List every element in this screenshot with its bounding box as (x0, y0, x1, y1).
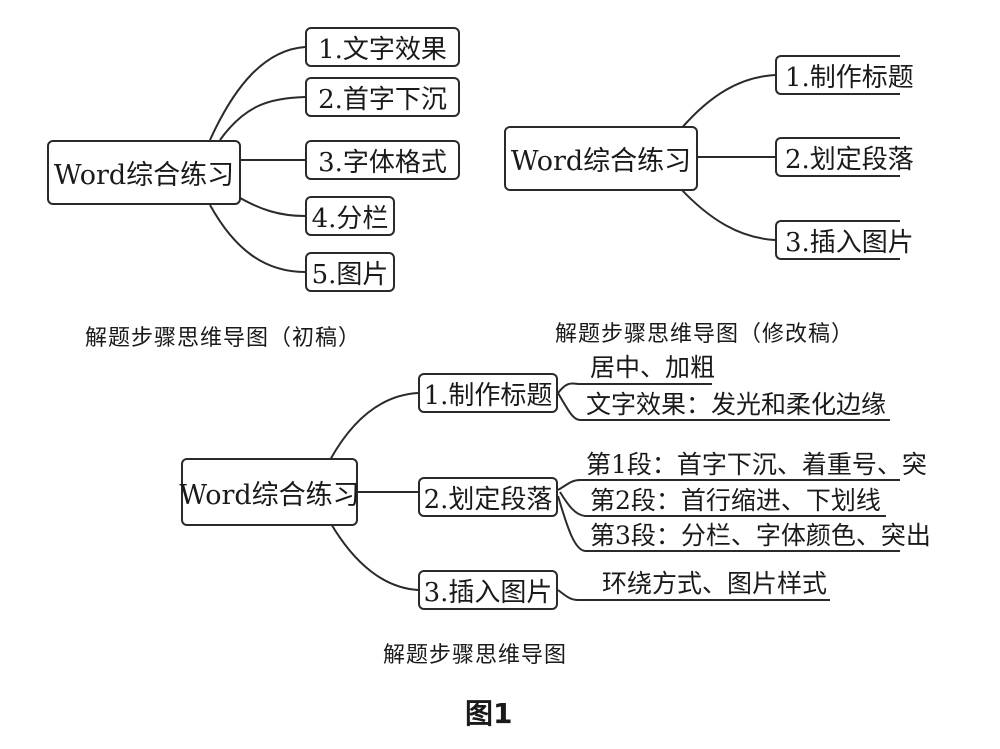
connector-revised-3 (679, 187, 776, 241)
draft-branch-2: 2.首字下沉 (305, 77, 460, 117)
revised-branch-1: 1.制作标题 (775, 55, 914, 95)
final-detail-1-1: 居中、加粗 (590, 353, 716, 382)
connector-draft-1 (209, 46, 306, 141)
connector-draft-4 (234, 194, 306, 217)
revised-branch-3: 3.插入图片 (775, 220, 914, 260)
revised-branch-2: 2.划定段落 (775, 137, 914, 177)
connector-final-3 (329, 521, 419, 591)
revised-caption: 解题步骤思维导图（修改稿） (555, 322, 855, 347)
final-caption: 解题步骤思维导图 (383, 643, 568, 668)
final-branch-3: 3.插入图片 (418, 570, 558, 610)
final-detail-2-3: 第3段：分栏、字体颜色、突出 (590, 521, 931, 550)
figure-label: 图1 (465, 697, 513, 730)
final-detail-3-1: 环绕方式、图片样式 (602, 569, 828, 598)
connector-final-3a (557, 589, 579, 601)
connector-draft-2 (219, 96, 306, 141)
connector-revised-1 (679, 74, 776, 131)
revised-root-node: Word综合练习 (504, 126, 698, 191)
draft-branch-1: 1.文字效果 (305, 27, 460, 67)
final-detail-2-2: 第2段：首行缩进、下划线 (590, 486, 881, 515)
draft-caption: 解题步骤思维导图（初稿） (85, 326, 362, 351)
draft-branch-5: 5.图片 (305, 252, 395, 292)
final-detail-1-2: 文字效果：发光和柔化边缘 (586, 390, 887, 419)
draft-branch-4: 4.分栏 (305, 196, 395, 236)
connector-final-1b (557, 392, 581, 421)
draft-branch-3: 3.字体格式 (305, 140, 460, 180)
connector-final-2a (557, 479, 581, 491)
draft-root-node: Word综合练习 (47, 140, 241, 205)
final-branch-2: 2.划定段落 (418, 477, 558, 517)
final-branch-1: 1.制作标题 (418, 373, 558, 413)
connector-final-1 (329, 392, 419, 461)
connector-final-1a (557, 382, 581, 394)
connector-final-2c (557, 495, 586, 552)
final-root-node: Word综合练习 (179, 458, 360, 526)
final-detail-2-1: 第1段：首字下沉、着重号、突 (586, 450, 927, 479)
connector-draft-5 (209, 204, 306, 273)
connector-final-2b (559, 491, 586, 517)
